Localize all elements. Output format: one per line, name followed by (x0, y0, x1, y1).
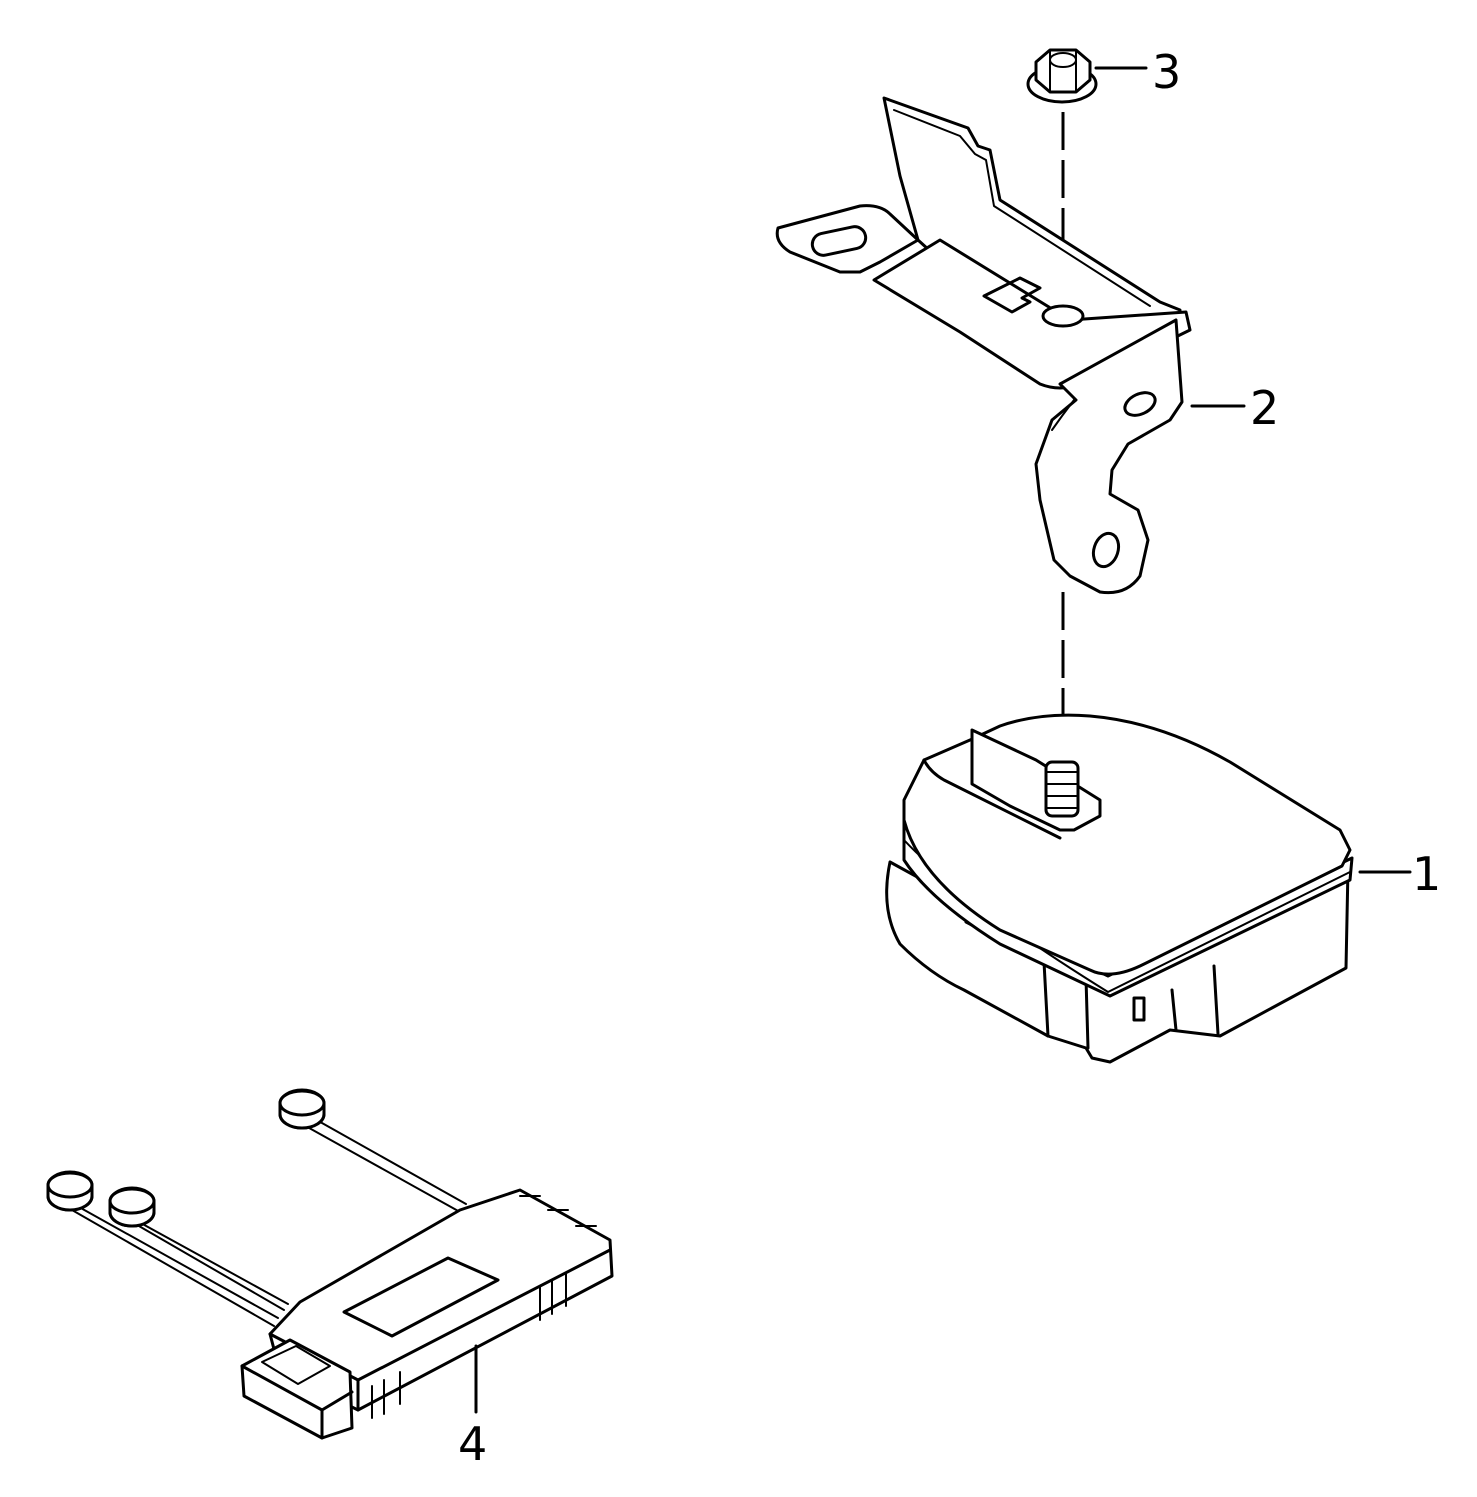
antenna-module[interactable] (46, 1088, 614, 1440)
antenna-cap (108, 1186, 156, 1228)
flange-nut[interactable] (1026, 48, 1098, 104)
callout-3: 3 (1152, 45, 1181, 99)
control-module[interactable] (885, 713, 1354, 1064)
callout-4: 4 (458, 1417, 487, 1471)
antenna-cap (46, 1170, 94, 1212)
callout-2: 2 (1250, 381, 1279, 435)
callout-1: 1 (1412, 847, 1441, 901)
mounting-bracket[interactable] (775, 96, 1192, 595)
antenna-cap (278, 1088, 326, 1130)
